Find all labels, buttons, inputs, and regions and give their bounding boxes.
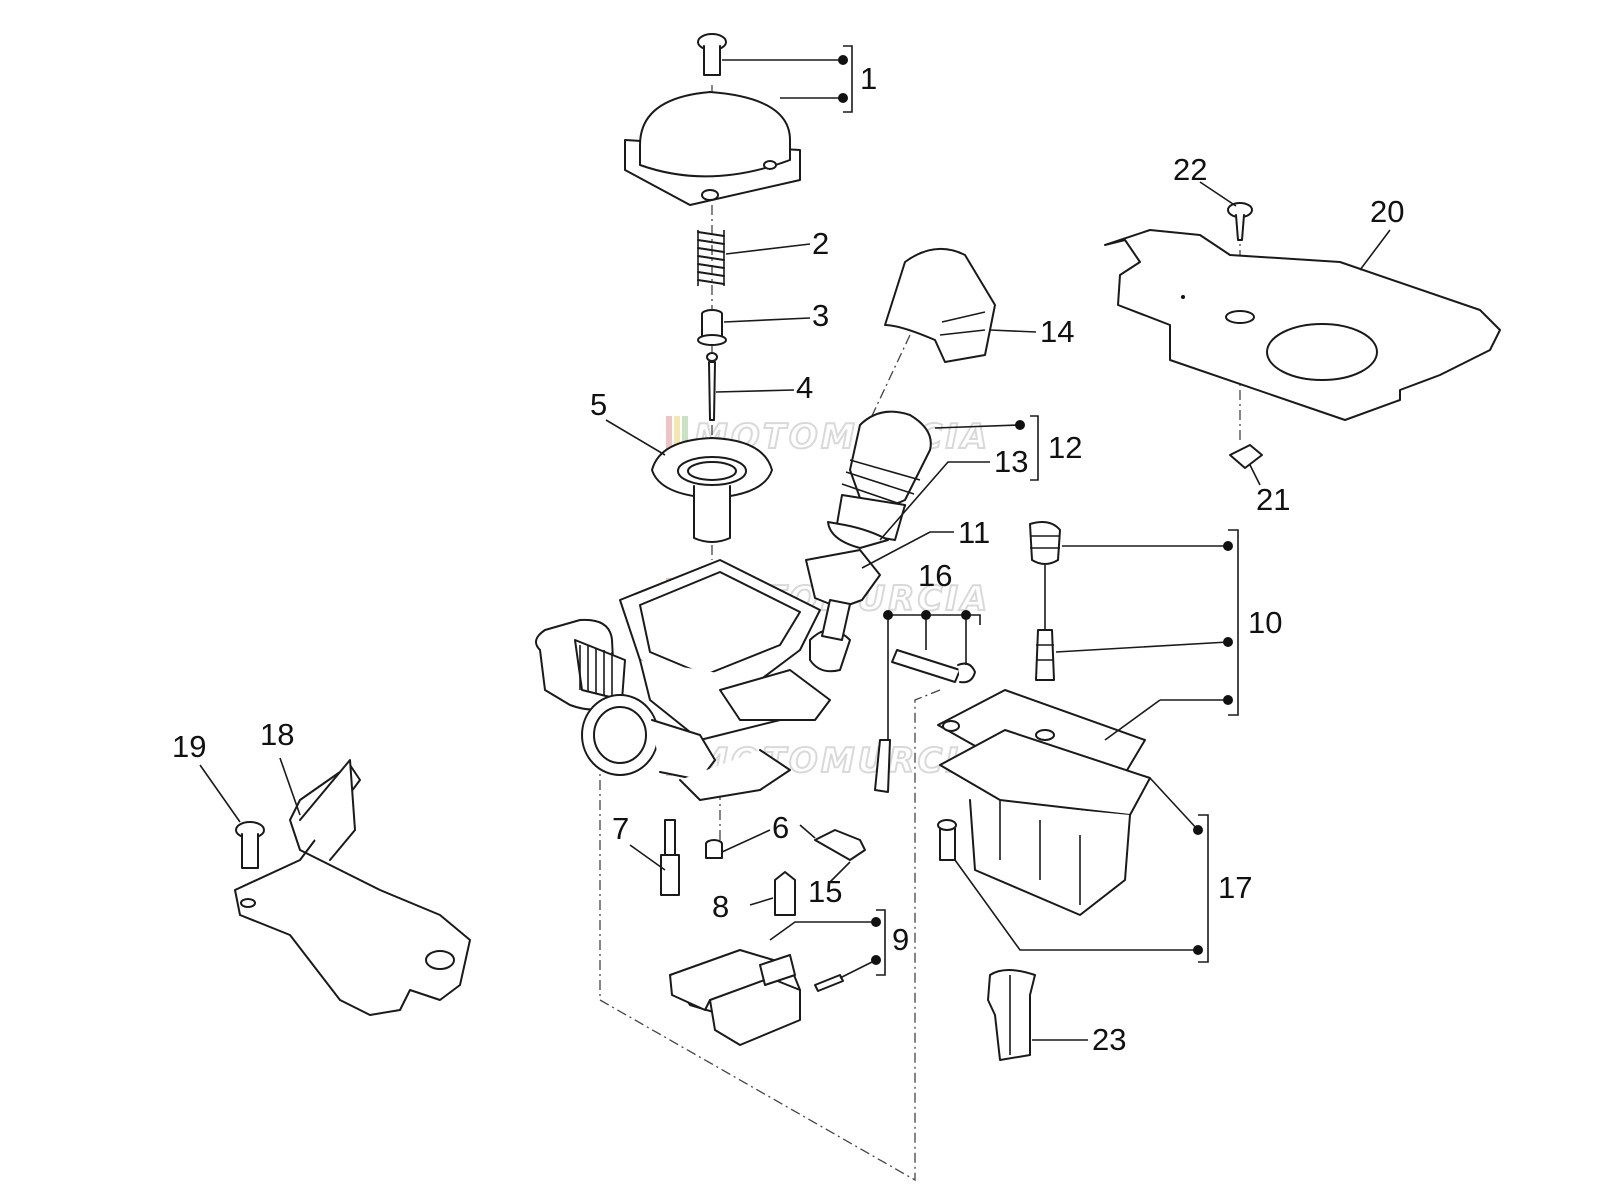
callout-20: 20 <box>1370 194 1404 229</box>
callout-6: 6 <box>772 810 789 845</box>
part-3-seat <box>697 309 727 346</box>
callout-9: 9 <box>892 922 909 957</box>
callout-12: 12 <box>1048 430 1082 465</box>
part-2-spring <box>697 230 725 286</box>
leader-lines <box>199 45 1391 1041</box>
callout-13: 13 <box>994 444 1028 479</box>
part-7-needle-jet <box>660 819 680 896</box>
callout-14: 14 <box>1040 314 1074 349</box>
callout-11: 11 <box>958 515 990 550</box>
callout-16: 16 <box>918 558 952 593</box>
part-14-cap <box>884 247 996 363</box>
callout-8: 8 <box>712 889 729 924</box>
callout-18: 18 <box>260 717 294 752</box>
callout-10: 10 <box>1248 605 1282 640</box>
part-6-jet <box>705 839 723 859</box>
axis-14 <box>869 334 911 421</box>
callout-2: 2 <box>812 226 829 261</box>
callout-1: 1 <box>860 61 877 96</box>
callout-4: 4 <box>796 370 813 405</box>
part-1-cover <box>624 33 801 206</box>
part-23-sleeve <box>987 969 1036 1061</box>
callout-22: 22 <box>1173 152 1207 187</box>
part-10-plunger <box>1029 521 1061 681</box>
callout-17: 17 <box>1218 870 1252 905</box>
callout-21: 21 <box>1256 482 1290 517</box>
part-21-nut <box>1229 444 1263 469</box>
callout-23: 23 <box>1092 1022 1126 1057</box>
callout-5: 5 <box>590 387 607 422</box>
carburetor-body <box>535 559 851 801</box>
part-16-hose <box>874 649 976 793</box>
part-4-needle <box>706 352 718 421</box>
part-15-screw <box>799 824 866 861</box>
part-22-screw <box>1227 202 1253 241</box>
callout-19: 19 <box>172 729 206 764</box>
part-8-float-needle <box>774 871 796 916</box>
callout-15: 15 <box>808 874 842 909</box>
part-18-bracket <box>234 759 471 1016</box>
part-13-clip <box>827 521 889 549</box>
part-11-connector <box>805 549 881 641</box>
part-5-diaphragm <box>651 437 773 543</box>
part-17-float-bowl <box>937 689 1151 916</box>
part-19-screw <box>235 821 265 869</box>
part-9-float <box>669 949 844 1046</box>
axis-lower-box <box>599 689 941 1182</box>
callout-7: 7 <box>612 811 629 846</box>
callout-3: 3 <box>812 298 829 333</box>
part-20-plate <box>1104 229 1501 421</box>
